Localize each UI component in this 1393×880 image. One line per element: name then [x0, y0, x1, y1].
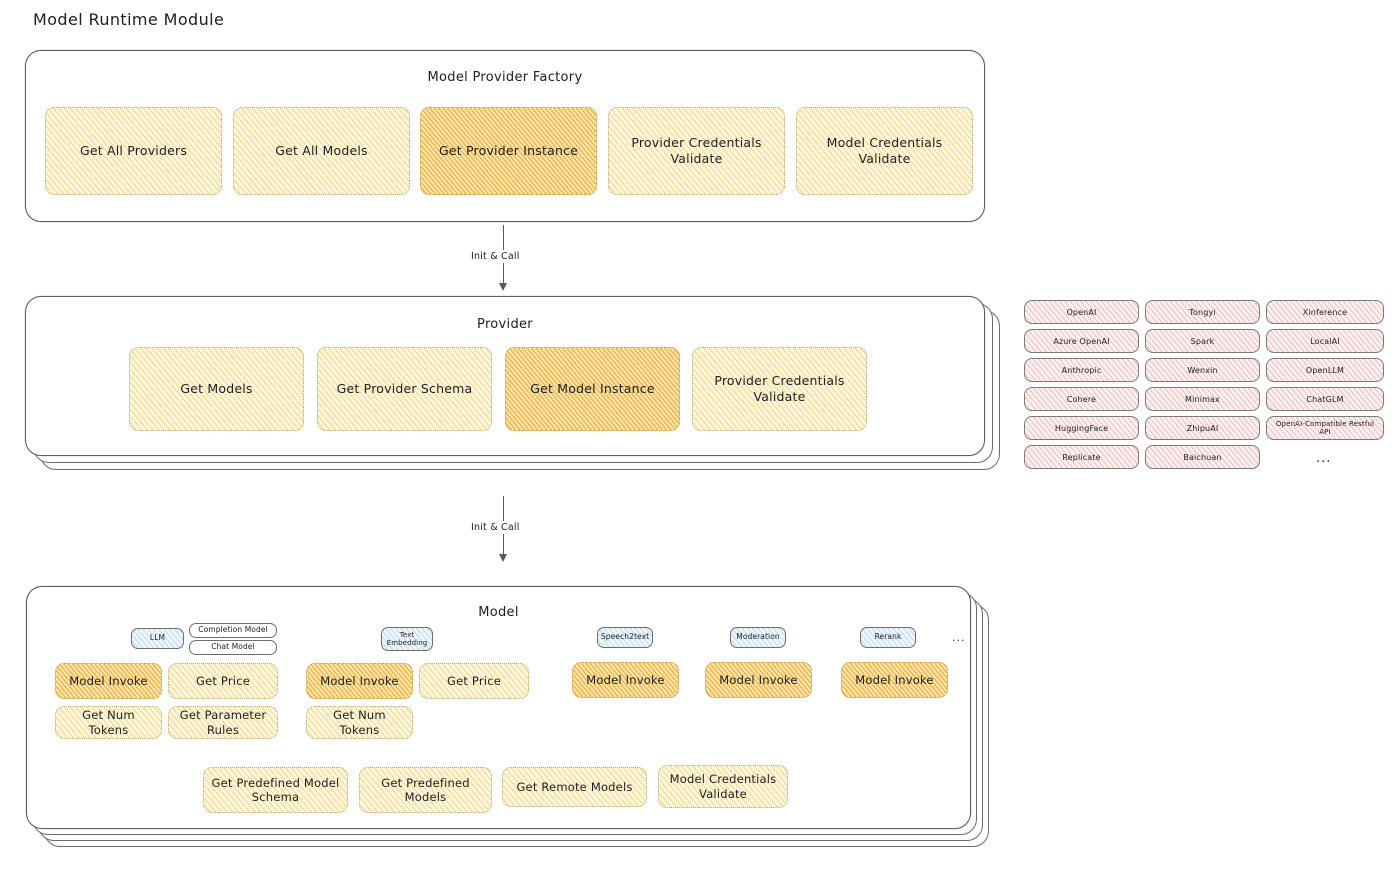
arrow-provider-to-model-head [498, 554, 507, 562]
text-embedding-method-get-num-tokens[interactable]: Get Num Tokens [306, 706, 413, 739]
provider-pill-minimax[interactable]: Minimax [1145, 387, 1260, 411]
page-title: Model Runtime Module [33, 10, 225, 29]
provider-node-get-provider-schema[interactable]: Get Provider Schema [317, 347, 492, 431]
provider-node-get-models[interactable]: Get Models [129, 347, 304, 431]
rerank-method-model-invoke[interactable]: Model Invoke [841, 662, 948, 698]
moderation-method-model-invoke[interactable]: Model Invoke [705, 662, 812, 698]
model-title: Model [478, 605, 519, 620]
provider-pill-wenxin[interactable]: Wenxin [1145, 358, 1260, 382]
llm-method-get-parameter-rules[interactable]: Get Parameter Rules [168, 706, 278, 739]
text-embedding-method-get-price[interactable]: Get Price [419, 663, 529, 699]
arrow-factory-to-provider-head [498, 283, 507, 291]
llm-method-get-num-tokens[interactable]: Get Num Tokens [55, 706, 162, 739]
model-type-chip-rerank[interactable]: Rerank [860, 627, 916, 648]
factory-node-model-credentials-validate[interactable]: Model Credentials Validate [796, 107, 973, 195]
factory-container: Model Provider Factory Get All Providers… [25, 50, 985, 222]
provider-pill-tongyi[interactable]: Tongyi [1145, 300, 1260, 324]
provider-pill-huggingface[interactable]: HuggingFace [1024, 416, 1139, 440]
text-embedding-method-model-invoke[interactable]: Model Invoke [306, 663, 413, 699]
provider-pill-cohere[interactable]: Cohere [1024, 387, 1139, 411]
model-types-more-ellipsis: ... [952, 631, 966, 644]
provider-pill-openai[interactable]: OpenAI [1024, 300, 1139, 324]
model-container: Model LLM Completion Model Chat Model Mo… [26, 586, 971, 829]
model-common-get-remote-models[interactable]: Get Remote Models [502, 767, 647, 807]
provider-pill-localai[interactable]: LocalAI [1266, 329, 1384, 353]
model-type-chip-text-embedding[interactable]: Text Embedding [381, 627, 433, 651]
model-type-chip-llm[interactable]: LLM [131, 628, 184, 649]
model-type-chip-moderation[interactable]: Moderation [730, 627, 786, 648]
factory-node-provider-credentials-validate[interactable]: Provider Credentials Validate [608, 107, 785, 195]
provider-pill-replicate[interactable]: Replicate [1024, 445, 1139, 469]
provider-pill-baichuan[interactable]: Baichuan [1145, 445, 1260, 469]
arrow-label-init-and-call-2: Init & Call [467, 521, 524, 534]
provider-title: Provider [477, 317, 533, 332]
factory-node-get-provider-instance[interactable]: Get Provider Instance [420, 107, 597, 195]
arrow-label-init-and-call-1: Init & Call [467, 250, 524, 263]
model-subtype-chip-completion-model[interactable]: Completion Model [189, 623, 277, 638]
llm-method-get-price[interactable]: Get Price [168, 663, 278, 699]
model-common-get-predefined-model-schema[interactable]: Get Predefined Model Schema [203, 767, 348, 813]
factory-node-get-all-providers[interactable]: Get All Providers [45, 107, 222, 195]
llm-method-model-invoke[interactable]: Model Invoke [55, 663, 162, 699]
provider-list-more-ellipsis: ... [1316, 451, 1332, 466]
provider-pill-xinference[interactable]: Xinference [1266, 300, 1384, 324]
speech2text-method-model-invoke[interactable]: Model Invoke [572, 662, 679, 698]
provider-node-get-model-instance[interactable]: Get Model Instance [505, 347, 680, 431]
model-common-get-predefined-models[interactable]: Get Predefined Models [359, 767, 492, 813]
provider-container: Provider Get Models Get Provider Schema … [25, 296, 985, 456]
provider-pill-spark[interactable]: Spark [1145, 329, 1260, 353]
provider-pill-chatglm[interactable]: ChatGLM [1266, 387, 1384, 411]
provider-node-provider-credentials-validate[interactable]: Provider Credentials Validate [692, 347, 867, 431]
provider-pill-openllm[interactable]: OpenLLM [1266, 358, 1384, 382]
provider-pill-anthropic[interactable]: Anthropic [1024, 358, 1139, 382]
provider-pill-zhipuai[interactable]: ZhipuAI [1145, 416, 1260, 440]
provider-pill-azure-openai[interactable]: Azure OpenAI [1024, 329, 1139, 353]
model-subtype-chip-chat-model[interactable]: Chat Model [189, 640, 277, 655]
model-common-model-credentials-validate[interactable]: Model Credentials Validate [658, 765, 788, 808]
provider-pill-openai-compatible-restful-api[interactable]: OpenAI-Compatible Restful API [1266, 416, 1384, 440]
model-type-chip-speech2text[interactable]: Speech2text [597, 627, 653, 648]
factory-node-get-all-models[interactable]: Get All Models [233, 107, 410, 195]
factory-title: Model Provider Factory [427, 70, 583, 85]
